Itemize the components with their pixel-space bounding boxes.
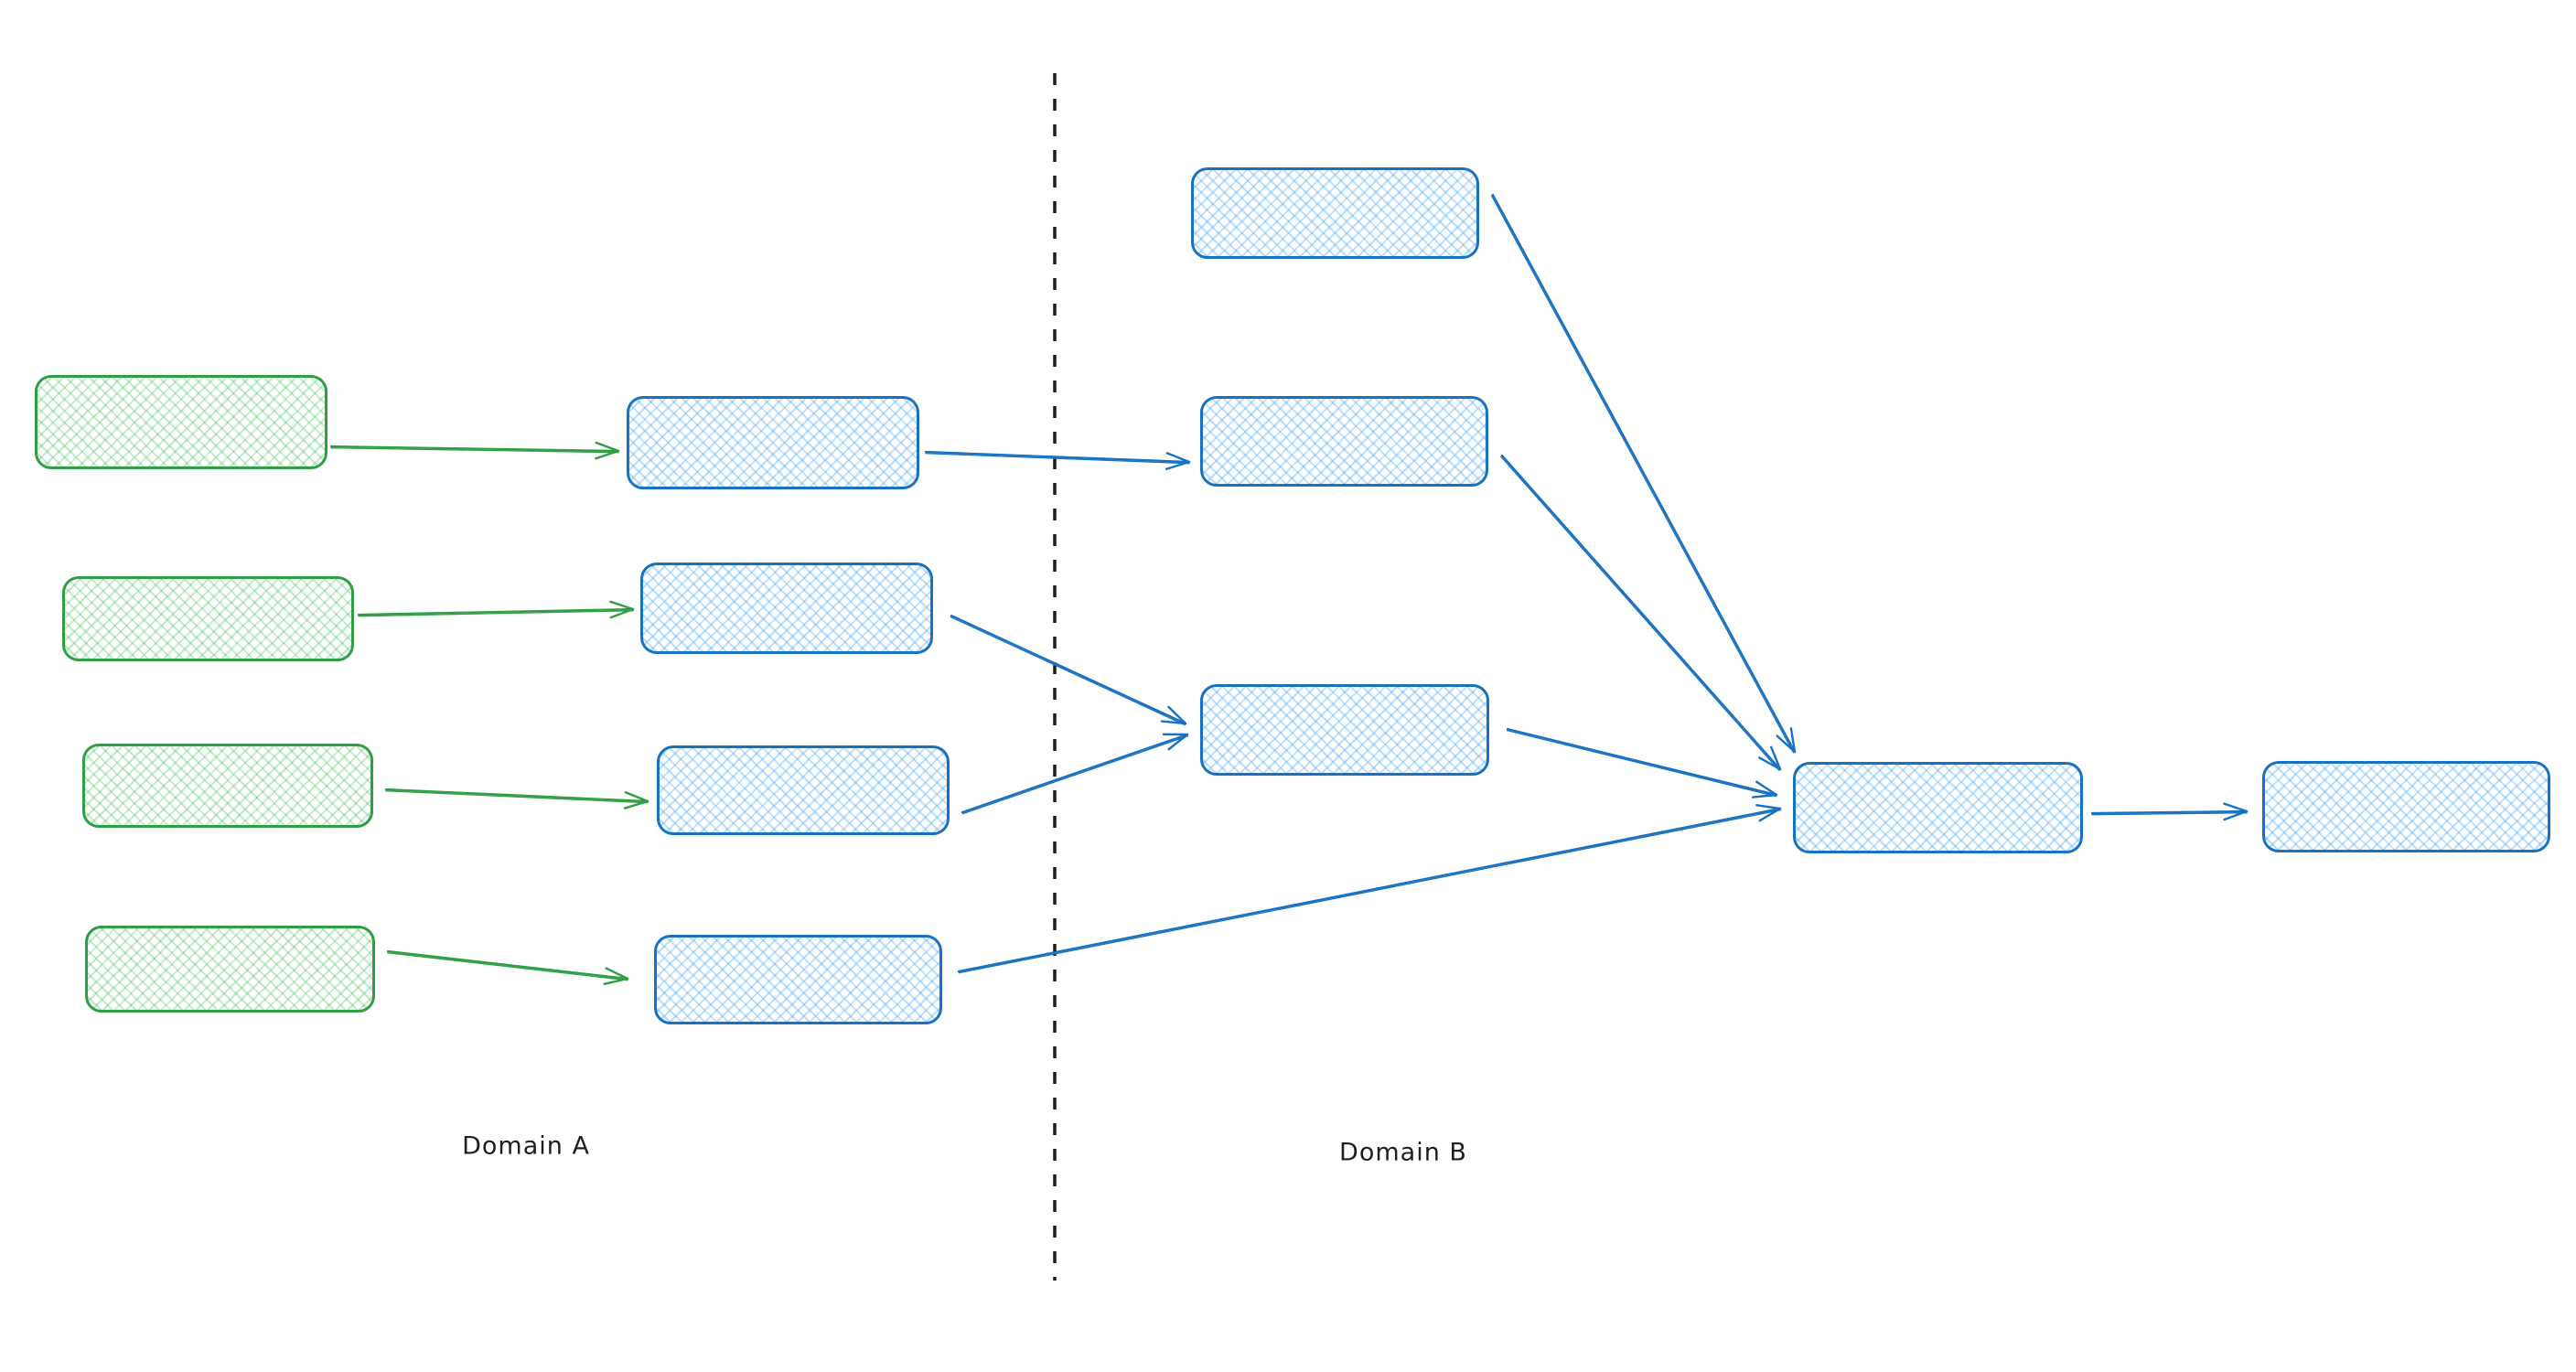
edge-b2-to-aggregator	[1500, 454, 1782, 771]
edge-a3-to-b3	[961, 733, 1189, 815]
edge-source4-to-a4	[386, 949, 629, 986]
node-domain-a-source-3	[82, 744, 373, 828]
node-domain-a-4	[654, 935, 942, 1024]
domain-a-label: Domain A	[462, 1131, 590, 1161]
edge-b3-to-aggregator	[1506, 727, 1778, 799]
edge-source2-to-a2	[357, 600, 635, 619]
edge-source3-to-a3	[384, 788, 649, 809]
edge-b1-to-aggregator	[1490, 193, 1797, 754]
edge-a4-to-aggregator	[957, 804, 1782, 974]
domain-b-label: Domain B	[1339, 1138, 1467, 1167]
node-domain-a-2	[640, 563, 933, 654]
edge-source1-to-a1	[329, 441, 620, 460]
node-domain-b-output	[2262, 761, 2550, 852]
edge-a2-to-b3	[950, 614, 1187, 726]
node-domain-a-source-1	[35, 375, 327, 469]
node-domain-a-source-4	[85, 926, 375, 1013]
node-domain-a-source-2	[62, 576, 354, 661]
node-domain-a-3	[657, 745, 950, 835]
node-domain-b-1	[1191, 167, 1479, 259]
edge-a1-to-b2	[924, 450, 1191, 470]
node-domain-a-1	[627, 396, 919, 489]
node-domain-b-3	[1200, 684, 1489, 776]
node-domain-b-2	[1200, 396, 1488, 487]
edge-aggregator-to-output	[2090, 802, 2249, 821]
node-domain-b-aggregator	[1793, 762, 2083, 853]
